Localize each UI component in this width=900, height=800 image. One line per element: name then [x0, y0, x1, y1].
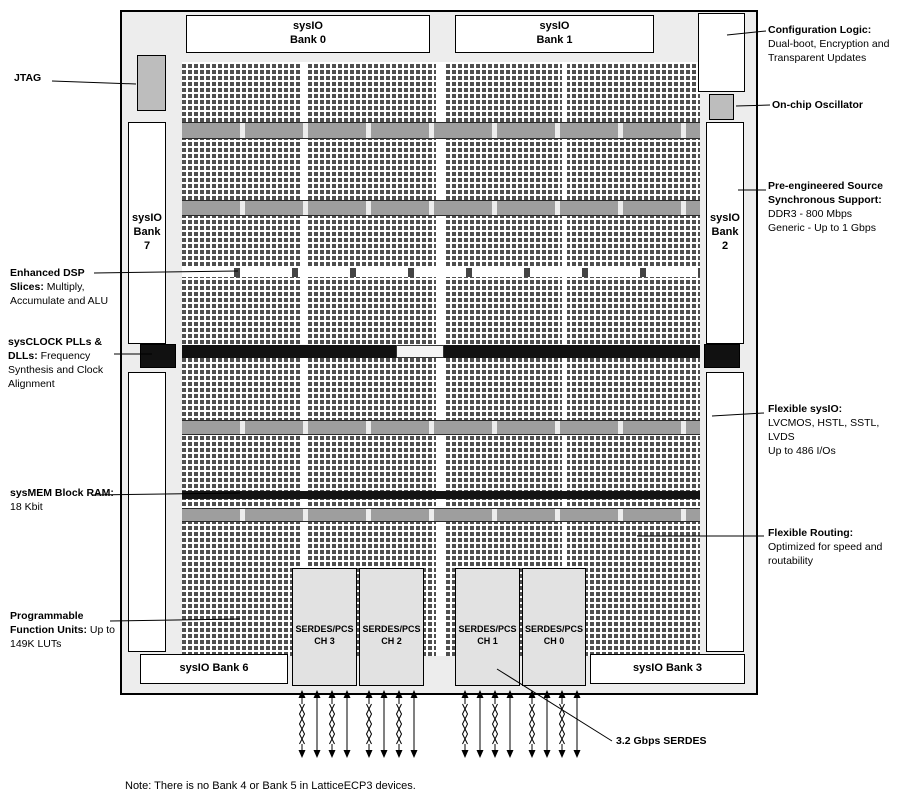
- sysio-bank-6: sysIO Bank 6: [140, 654, 288, 684]
- callout-config-title: Configuration Logic:: [768, 24, 872, 36]
- callout-pfu-body: Up to 149K LUTs: [10, 623, 116, 650]
- serdes-pcs-ch1-label: SERDES/PCS CH 1: [458, 623, 517, 646]
- serdes-pcs-ch3: SERDES/PCS CH 3: [292, 568, 357, 686]
- io-column-right-lower: [706, 372, 744, 652]
- serdes-pcs-ch2: SERDES/PCS CH 2: [359, 568, 424, 686]
- callout-flexible-sysio: Flexible sysIO: LVCMOS, HSTL, SSTL, LVDS…: [768, 403, 886, 458]
- callout-config: Configuration Logic: Dual-boot, Encrypti…: [768, 24, 896, 66]
- sysio-bank-2: sysIO Bank 2: [706, 122, 744, 344]
- sysio-bank-7: sysIO Bank 7: [128, 122, 166, 344]
- callout-serdes-title: 3.2 Gbps SERDES: [616, 735, 707, 747]
- ebr-row-stripe-2: [182, 200, 700, 216]
- io-column-left-lower: [128, 372, 166, 652]
- jtag-block: [137, 55, 166, 111]
- callout-flexible-sysio-title: Flexible sysIO:: [768, 403, 843, 415]
- routing-channel-vertical-1: [301, 62, 306, 656]
- sysio-bank-3: sysIO Bank 3: [590, 654, 745, 684]
- callout-sysmem-title: sysMEM Block RAM:: [10, 487, 114, 499]
- callout-sysclock-body: Frequency Synthesis and Clock Alignment: [8, 349, 104, 390]
- callout-pfu-title: Programmable Function Units:: [10, 610, 87, 636]
- sysio-bank-0: sysIO Bank 0: [186, 15, 430, 53]
- dsp-slice-row: [182, 268, 700, 277]
- callout-oscillator: On-chip Oscillator: [772, 99, 897, 113]
- routing-channel-vertical-2: [436, 62, 445, 656]
- sysclock-row: [182, 345, 700, 358]
- sysmem-row: [182, 491, 700, 499]
- ebr-row-stripe-1: [182, 122, 700, 139]
- callout-jtag-title: JTAG: [14, 72, 42, 84]
- callout-sysmem-body: 18 Kbit: [10, 500, 43, 513]
- configuration-logic-block: [698, 13, 745, 92]
- clock-center-block: [396, 345, 444, 358]
- callout-dsp-title: Enhanced DSP Slices:: [10, 267, 85, 293]
- pll-block-right: [704, 344, 740, 368]
- callout-serdes: 3.2 Gbps SERDES: [616, 735, 746, 749]
- serdes-pcs-ch1: SERDES/PCS CH 1: [455, 568, 520, 686]
- callout-dsp: Enhanced DSP Slices: Multiply, Accumulat…: [10, 267, 114, 309]
- callout-config-body: Dual-boot, Encryption and Transparent Up…: [768, 37, 890, 64]
- sysio-bank-7-label: sysIO Bank 7: [132, 212, 162, 252]
- sysio-bank-3-label: sysIO Bank 3: [632, 662, 703, 675]
- callout-oscillator-title: On-chip Oscillator: [772, 99, 864, 111]
- callout-source-sync-body: DDR3 - 800 Mbps Generic - Up to 1 Gbps: [768, 207, 876, 234]
- ebr-row-stripe-4: [182, 508, 700, 522]
- serdes-pcs-ch2-label: SERDES/PCS CH 2: [362, 623, 421, 646]
- sysio-bank-1-label: sysIO Bank 1: [536, 20, 573, 46]
- sysio-bank-2-label: sysIO Bank 2: [710, 212, 740, 252]
- pll-block-left: [140, 344, 176, 368]
- oscillator-block: [709, 94, 734, 120]
- callout-sysclock: sysCLOCK PLLs & DLLs: Frequency Synthesi…: [8, 336, 118, 391]
- serdes-pcs-ch0-label: SERDES/PCS CH 0: [524, 623, 584, 646]
- callout-dsp-body: Multiply, Accumulate and ALU: [10, 280, 109, 307]
- callout-flexible-routing-title: Flexible Routing:: [768, 527, 854, 539]
- serdes-pcs-ch0: SERDES/PCS CH 0: [522, 568, 586, 686]
- callout-sysmem: sysMEM Block RAM: 18 Kbit: [10, 487, 120, 515]
- ebr-row-stripe-3: [182, 420, 700, 435]
- footnote: Note: There is no Bank 4 or Bank 5 in La…: [125, 780, 416, 792]
- sysio-bank-6-label: sysIO Bank 6: [179, 662, 249, 675]
- routing-channel-vertical-3: [562, 62, 567, 656]
- callout-source-sync: Pre-engineered Source Synchronous Suppor…: [768, 180, 896, 235]
- callout-flexible-routing-body: Optimized for speed and routability: [768, 540, 883, 567]
- logic-fabric: [182, 62, 700, 656]
- sysio-bank-1: sysIO Bank 1: [455, 15, 654, 53]
- callout-source-sync-title: Pre-engineered Source Synchronous Suppor…: [768, 180, 883, 206]
- callout-flexible-sysio-body: LVCMOS, HSTL, SSTL, LVDS Up to 486 I/Os: [768, 416, 880, 457]
- serdes-pcs-ch3-label: SERDES/PCS CH 3: [295, 623, 354, 646]
- callout-flexible-routing: Flexible Routing: Optimized for speed an…: [768, 527, 890, 569]
- callout-pfu: Programmable Function Units: Up to 149K …: [10, 610, 120, 652]
- callout-sysclock-title: sysCLOCK PLLs & DLLs:: [8, 336, 102, 362]
- sysio-bank-0-label: sysIO Bank 0: [289, 20, 327, 46]
- callout-jtag: JTAG: [14, 72, 74, 86]
